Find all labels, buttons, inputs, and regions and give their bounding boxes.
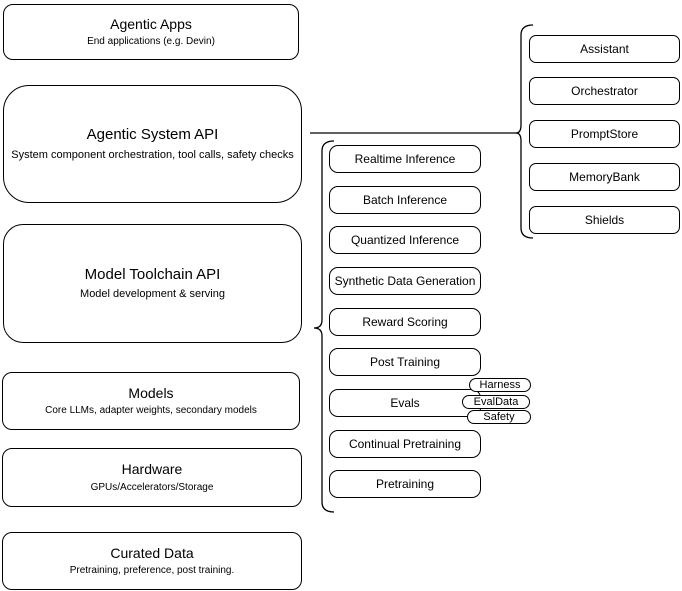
box-agentic-system-api-title: Agentic System API (86, 126, 219, 144)
box-curated-data-title: Curated Data (110, 544, 194, 561)
node-orchestrator: Orchestrator (529, 77, 680, 105)
box-model-toolchain-api-title: Model Toolchain API (84, 265, 221, 283)
node-continual-pretraining: Continual Pretraining (329, 430, 481, 458)
box-hardware-title: Hardware (121, 461, 183, 478)
node-reward-scoring: Reward Scoring (329, 308, 481, 336)
pill-evaldata: EvalData (462, 395, 530, 409)
node-batch-inference: Batch Inference (329, 186, 481, 214)
box-model-toolchain-api-subtitle: Model development & serving (80, 288, 225, 301)
box-model-toolchain-api: Model Toolchain API Model development & … (3, 224, 302, 343)
node-post-training: Post Training (329, 348, 481, 376)
box-models-title: Models (128, 384, 174, 401)
box-agentic-apps-title: Agentic Apps (110, 15, 192, 32)
box-curated-data: Curated Data Pretraining, preference, po… (2, 532, 302, 590)
node-evals: Evals (329, 389, 481, 417)
box-hardware: Hardware GPUs/Accelerators/Storage (2, 448, 302, 507)
middle-column-brace (313, 140, 335, 513)
box-models: Models Core LLMs, adapter weights, secon… (2, 372, 300, 430)
pill-harness: Harness (469, 378, 531, 392)
node-shields: Shields (529, 206, 680, 234)
node-synthetic-data-generation: Synthetic Data Generation (329, 267, 481, 295)
box-models-subtitle: Core LLMs, adapter weights, secondary mo… (45, 405, 257, 417)
node-realtime-inference: Realtime Inference (329, 145, 481, 173)
node-quantized-inference: Quantized Inference (329, 226, 481, 254)
box-agentic-apps-subtitle: End applications (e.g. Devin) (87, 36, 215, 48)
box-hardware-subtitle: GPUs/Accelerators/Storage (90, 481, 214, 493)
box-agentic-system-api: Agentic System API System component orch… (3, 85, 302, 203)
box-agentic-system-api-subtitle: System component orchestration, tool cal… (11, 148, 294, 161)
pill-safety: Safety (467, 410, 531, 424)
node-pretraining: Pretraining (329, 470, 481, 498)
box-agentic-apps: Agentic Apps End applications (e.g. Devi… (3, 4, 299, 60)
box-curated-data-subtitle: Pretraining, preference, post training. (69, 565, 235, 577)
node-assistant: Assistant (529, 35, 680, 63)
node-promptstore: PromptStore (529, 120, 680, 148)
node-memorybank: MemoryBank (529, 163, 680, 191)
